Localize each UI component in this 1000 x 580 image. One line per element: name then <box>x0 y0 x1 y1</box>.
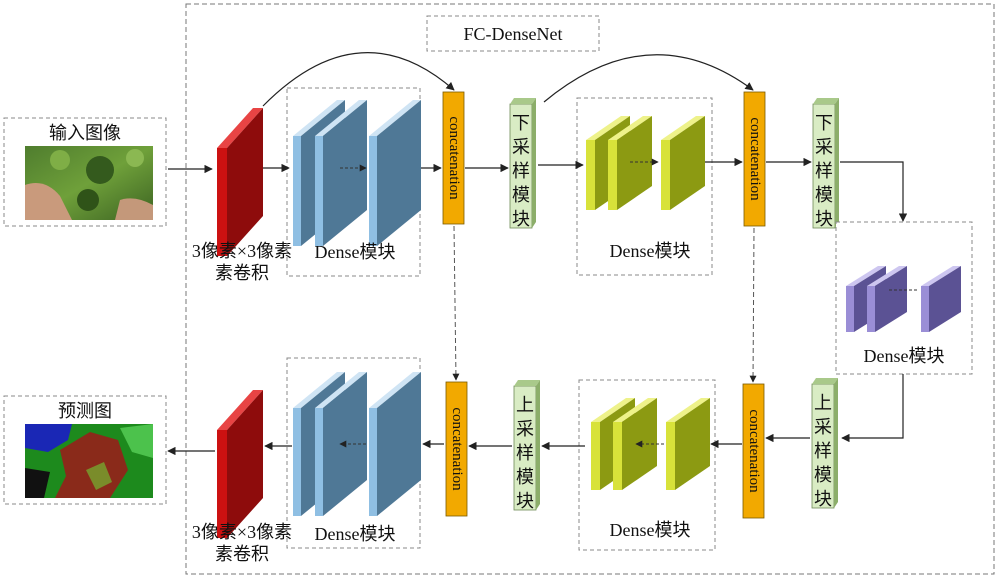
output-label: 预测图 <box>58 401 112 421</box>
downsample-label-d2-2: 采 <box>815 137 833 157</box>
conv-label-top-line1: 3像素×3像素 <box>192 241 292 261</box>
input-label: 输入图像 <box>49 123 121 143</box>
dense-block-dec2-frame <box>578 379 716 551</box>
downsample-d2 <box>812 98 839 229</box>
conv-label-bottom-line2: 素卷积 <box>215 544 269 564</box>
dense-block-bottleneck <box>846 266 961 332</box>
title-box <box>426 15 600 52</box>
upsample-label-u2-4: 模 <box>516 467 534 487</box>
dense-label-bottleneck: Dense模块 <box>864 346 945 366</box>
concat-label-c3: concatenation <box>746 409 762 493</box>
flow-arrows <box>167 52 908 456</box>
concat-label-c4: concatenation <box>449 407 465 491</box>
upsample-label-u2-5: 块 <box>516 491 534 511</box>
dense-block-enc2 <box>586 116 705 210</box>
downsample-label-d1-5: 块 <box>512 209 530 229</box>
upsample-u1 <box>811 378 838 509</box>
downsample-label-d2-3: 样 <box>815 161 833 181</box>
downsample-label-d1-1: 下 <box>512 113 530 133</box>
concat-c2 <box>743 91 766 227</box>
skip-connections <box>452 225 757 383</box>
dense-block-dec1 <box>293 372 421 516</box>
concat-c3 <box>742 383 765 519</box>
upsample-label-u1-5: 块 <box>814 489 832 509</box>
downsample-label-d2-4: 模 <box>815 185 833 205</box>
conv-block-top <box>217 108 263 256</box>
input-image <box>25 146 153 220</box>
upsample-label-u2-2: 采 <box>516 419 534 439</box>
concat-label-c2: concatenation <box>747 117 763 201</box>
concat-c1 <box>442 91 465 225</box>
concat-label-c1: concatenation <box>446 116 462 200</box>
title-text: FC-DenseNet <box>464 24 563 44</box>
downsample-label-d1-3: 样 <box>512 161 530 181</box>
dense-label-enc2: Dense模块 <box>610 241 691 261</box>
downsample-label-d2-5: 块 <box>815 209 833 229</box>
dense-block-enc1 <box>293 100 421 246</box>
dense-label-dec2: Dense模块 <box>610 520 691 540</box>
upsample-label-u1-2: 采 <box>814 417 832 437</box>
downsample-label-d1-2: 采 <box>512 137 530 157</box>
dense-block-enc2-frame <box>576 97 713 276</box>
upsample-label-u2-3: 样 <box>516 443 534 463</box>
dense-label-dec1: Dense模块 <box>315 524 396 544</box>
dense-label-enc1: Dense模块 <box>315 242 396 262</box>
upsample-label-u1-4: 模 <box>814 465 832 485</box>
upsample-label-u1-3: 样 <box>814 441 832 461</box>
upsample-label-u2-1: 上 <box>516 395 534 415</box>
downsample-label-d2-1: 下 <box>815 113 833 133</box>
conv-label-bottom-line1: 3像素×3像素 <box>192 522 292 542</box>
prediction-map <box>25 424 153 498</box>
upsample-label-u1-1: 上 <box>814 393 832 413</box>
dense-block-dec2 <box>591 398 710 490</box>
downsample-label-d1-4: 模 <box>512 185 530 205</box>
fc-densenet-frame <box>185 3 995 575</box>
concat-c4 <box>445 381 468 517</box>
downsample-d1 <box>509 98 536 229</box>
conv-block-bottom <box>217 390 263 538</box>
conv-label-top-line2: 素卷积 <box>215 263 269 283</box>
upsample-u2 <box>513 380 540 511</box>
